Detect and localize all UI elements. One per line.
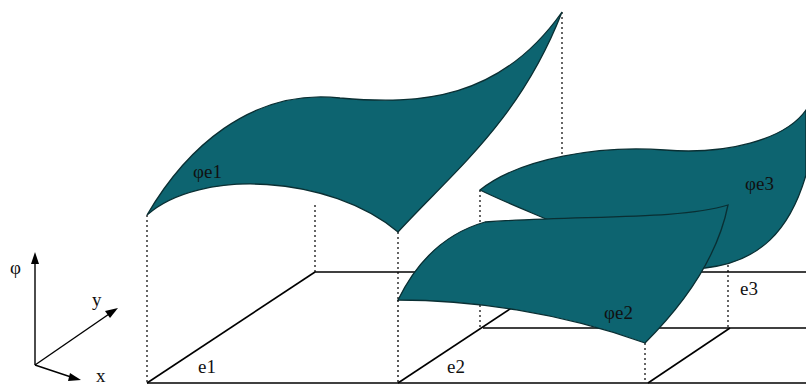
axis-label: x <box>96 366 106 385</box>
element-label: e1 <box>198 357 216 376</box>
surface-label: φe2 <box>604 303 633 322</box>
element-label: e3 <box>740 279 758 298</box>
surface-label: φe3 <box>745 174 774 193</box>
element-label: e2 <box>447 357 465 376</box>
surface-label: φe1 <box>193 162 222 181</box>
axis-label: φ <box>10 258 21 277</box>
axis-label: y <box>92 290 102 309</box>
